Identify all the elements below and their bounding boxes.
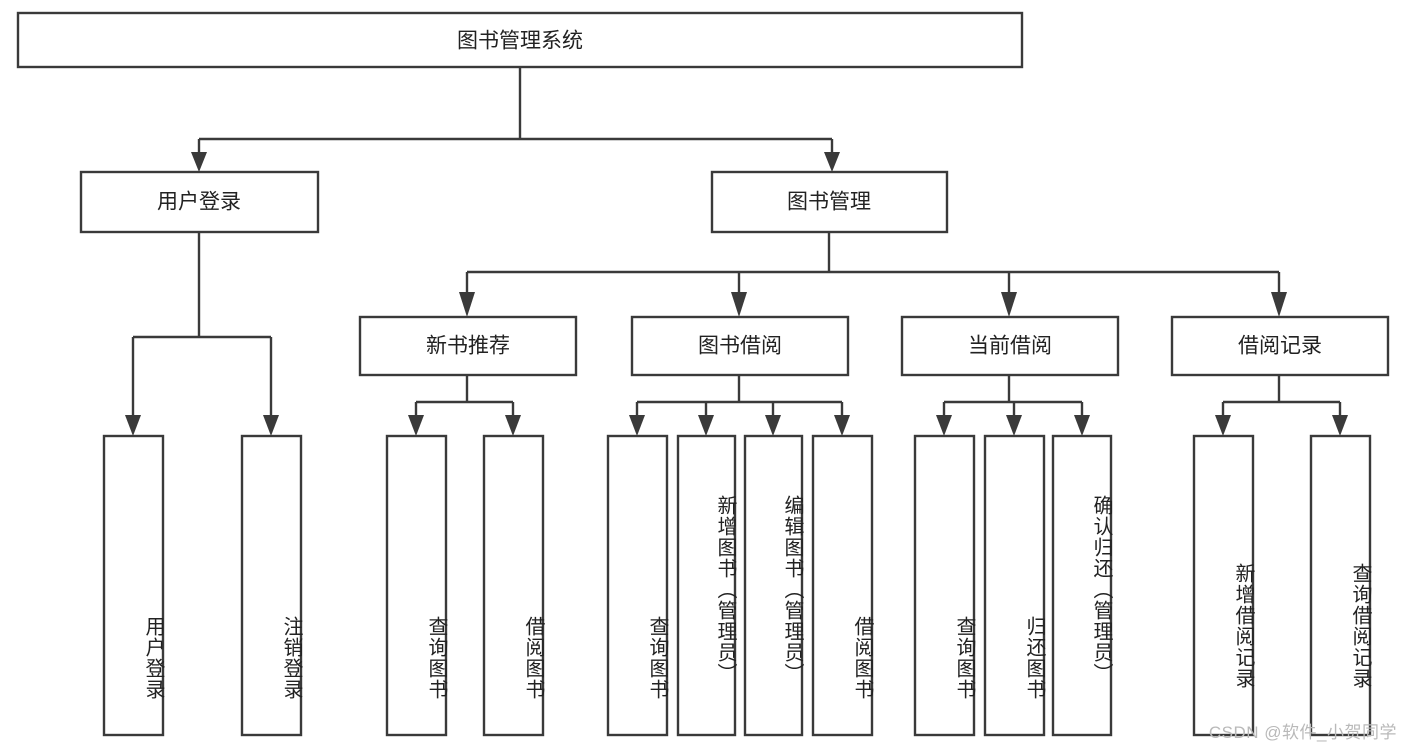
node-book-manage-label: 图书管理: [787, 191, 871, 214]
node-leaf-query-book-1[interactable]: [385, 434, 448, 737]
node-borrow-record-label: 借阅记录: [1238, 335, 1322, 358]
node-leaf-query-book-2[interactable]: [606, 434, 669, 737]
connector-root-to-level2: [191, 67, 840, 172]
node-leaf-borrow-book-1[interactable]: [482, 434, 545, 737]
node-new-book-rec-label: 新书推荐: [426, 335, 510, 358]
node-current-borrow[interactable]: 当前借阅: [900, 315, 1120, 377]
node-borrow-record[interactable]: 借阅记录: [1170, 315, 1390, 377]
node-book-borrow[interactable]: 图书借阅: [630, 315, 850, 377]
connector-user-login-to-leaves: [125, 232, 279, 436]
node-user-login[interactable]: 用户登录: [79, 170, 320, 234]
node-leaf-return-book[interactable]: [983, 434, 1046, 737]
csdn-watermark: CSDN @软件_小贺同学: [1208, 723, 1397, 742]
node-current-borrow-label: 当前借阅: [968, 335, 1052, 358]
node-root-label: 图书管理系统: [457, 30, 583, 53]
node-leaf-add-book[interactable]: [676, 434, 737, 737]
node-leaf-user-logout[interactable]: [240, 434, 303, 737]
node-book-manage[interactable]: 图书管理: [710, 170, 949, 234]
connector-new-book-rec-to-leaves: [408, 375, 521, 436]
connector-borrow-record-to-leaves: [1215, 375, 1348, 436]
connector-book-borrow-to-leaves: [629, 375, 850, 436]
node-user-login-label: 用户登录: [157, 191, 241, 214]
node-leaf-confirm-return[interactable]: [1051, 434, 1113, 737]
node-leaf-borrow-book-2[interactable]: [811, 434, 874, 737]
node-leaf-edit-book[interactable]: [743, 434, 804, 737]
node-leaf-user-login[interactable]: [102, 434, 165, 737]
node-leaf-query-record[interactable]: [1309, 434, 1372, 737]
node-book-borrow-label: 图书借阅: [698, 335, 782, 358]
node-leaf-query-book-3[interactable]: [913, 434, 976, 737]
connector-book-manage-to-level3: [459, 232, 1287, 317]
node-new-book-rec[interactable]: 新书推荐: [358, 315, 578, 377]
node-leaf-add-record[interactable]: [1192, 434, 1255, 737]
node-root[interactable]: 图书管理系统: [16, 11, 1024, 69]
connector-current-borrow-to-leaves: [936, 375, 1090, 436]
